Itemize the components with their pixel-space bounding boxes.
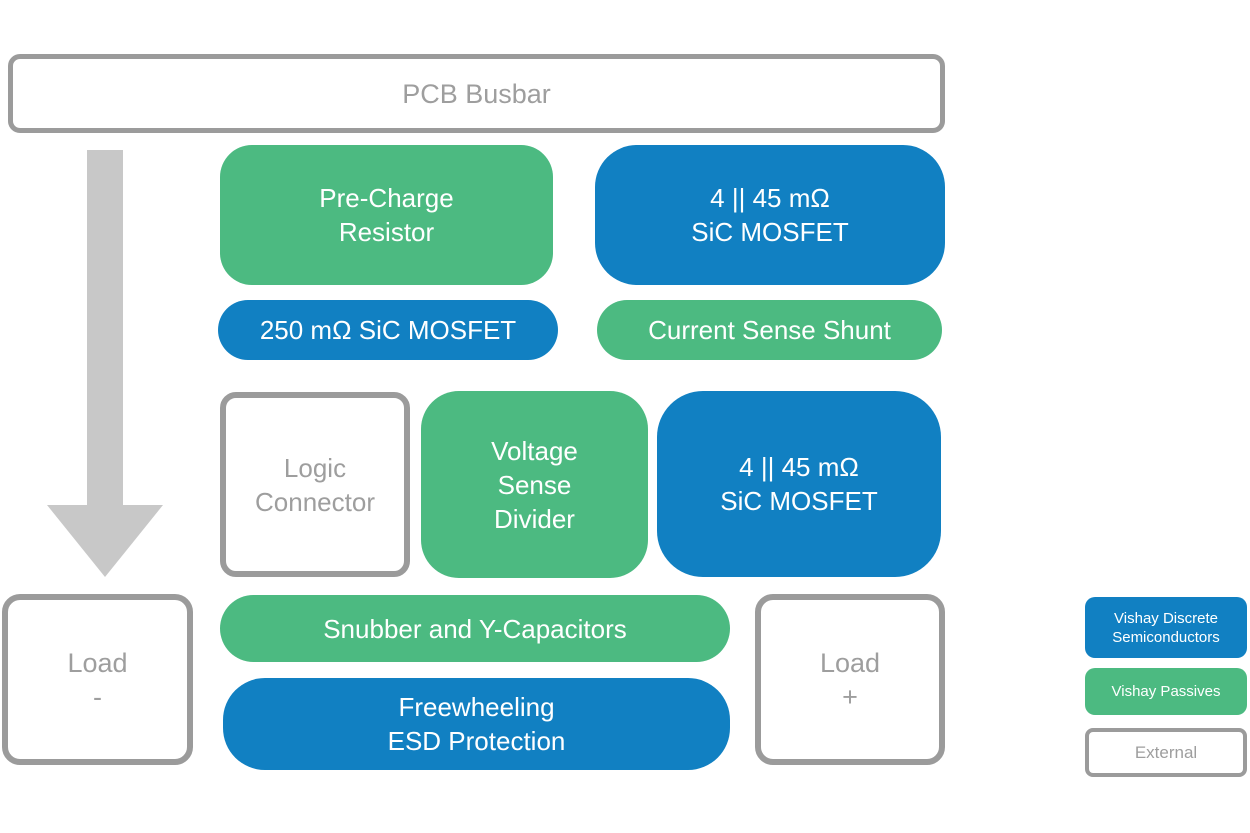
- block-label-line: Resistor: [338, 217, 435, 247]
- block-250-mohm-sic-mosfet: 250 mΩ SiC MOSFET: [218, 300, 558, 360]
- block-precharge-resistor: Pre-Charge Resistor: [220, 145, 553, 285]
- block-label: PCB Busbar: [402, 78, 551, 109]
- block-label-line: Divider: [494, 503, 575, 534]
- legend-item-vishay-passives: Vishay Passives: [1085, 668, 1247, 715]
- block-label-line: Voltage: [491, 435, 578, 466]
- block-label-line: SiC MOSFET: [720, 486, 878, 516]
- block-label-line: Logic: [283, 452, 347, 483]
- block-label-line: Sense: [497, 469, 572, 500]
- block-label-line: 4 || 45 mΩ: [710, 183, 830, 213]
- block-sic-mosfet-top: 4 || 45 mΩ SiC MOSFET: [595, 145, 945, 285]
- legend-item-vishay-discrete-semiconductors: Vishay Discrete Semiconductors: [1085, 597, 1247, 658]
- legend-label-line: Semiconductors: [1112, 628, 1220, 646]
- block-snubber-y-capacitors: Snubber and Y-Capacitors: [220, 595, 730, 662]
- down-arrow-head: [47, 505, 163, 577]
- block-label-line: Pre-Charge: [319, 183, 454, 213]
- block-load-plus: Load +: [755, 594, 945, 765]
- block-label-line: Freewheeling: [398, 692, 555, 722]
- legend-item-external: External: [1085, 728, 1247, 777]
- block-label-line: +: [842, 681, 858, 712]
- block-pcb-busbar: PCB Busbar: [8, 54, 945, 133]
- block-label-line: ESD Protection: [387, 726, 566, 756]
- block-label-line: Connector: [255, 486, 375, 517]
- block-label-line: Load: [67, 647, 128, 678]
- block-logic-connector: Logic Connector: [220, 392, 410, 577]
- block-label-line: Load: [819, 647, 881, 678]
- block-load-minus: Load -: [2, 594, 193, 765]
- legend-label-line: Vishay Discrete: [1114, 609, 1218, 627]
- legend-label: External: [1134, 743, 1198, 762]
- block-label: Snubber and Y-Capacitors: [323, 613, 627, 644]
- block-current-sense-shunt: Current Sense Shunt: [597, 300, 942, 360]
- legend-label: Vishay Passives: [1111, 683, 1221, 700]
- block-label: 250 mΩ SiC MOSFET: [259, 315, 517, 345]
- block-label-line: -: [93, 681, 102, 712]
- block-freewheeling-esd-protection: Freewheeling ESD Protection: [223, 678, 730, 770]
- block-sic-mosfet-mid: 4 || 45 mΩ SiC MOSFET: [657, 391, 941, 577]
- block-voltage-sense-divider: Voltage Sense Divider: [421, 391, 648, 578]
- block-label-line: SiC MOSFET: [691, 217, 849, 247]
- block-label: Current Sense Shunt: [648, 315, 891, 345]
- block-label-line: 4 || 45 mΩ: [739, 452, 859, 482]
- down-arrow-shaft: [87, 150, 123, 506]
